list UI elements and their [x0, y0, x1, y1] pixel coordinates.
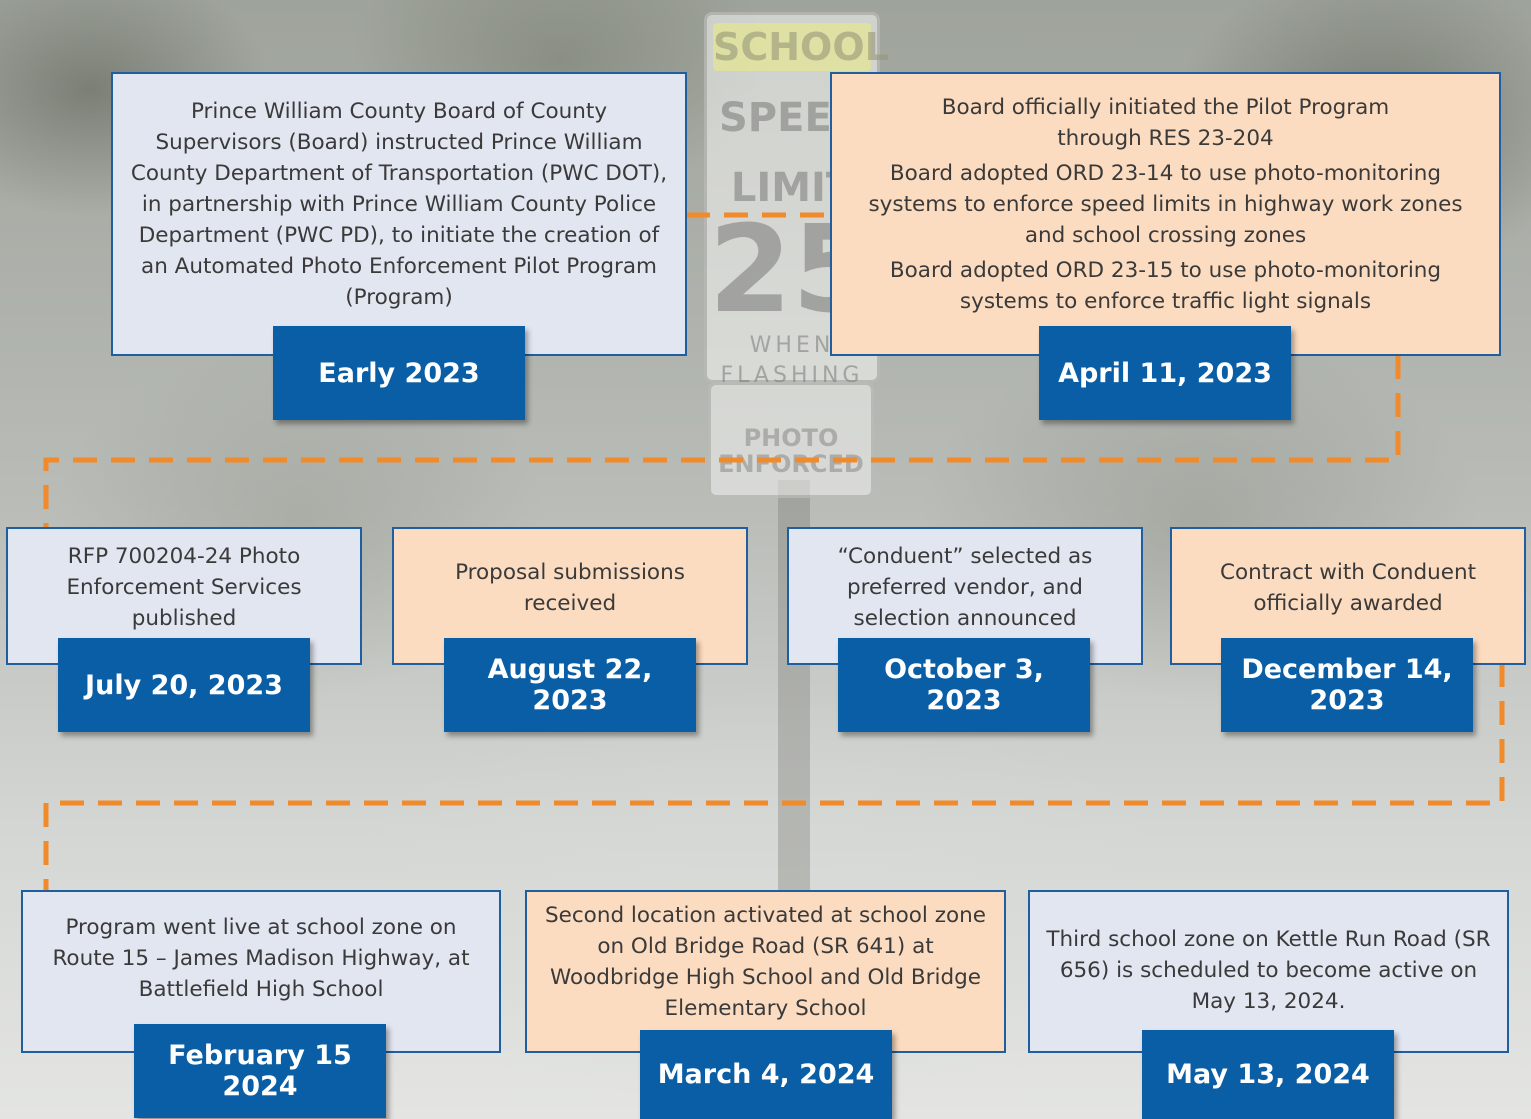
milestone-date-march-4-2024: March 4, 2024 [640, 1030, 892, 1119]
milestone-box-april-11-2023: Board officially initiated the Pilot Pro… [830, 72, 1501, 356]
milestone-description: Second location activated at school zone… [544, 903, 987, 1021]
connector-april-to-july [43, 355, 1401, 527]
milestone-description: RFP 700204-24 Photo Enforcement Services… [66, 544, 302, 631]
connector-december-to-february [43, 663, 1505, 890]
sign-when-label: WHEN [749, 333, 835, 358]
milestone-date-april-11-2023: April 11, 2023 [1039, 326, 1291, 420]
milestone-date-may-13-2024: May 13, 2024 [1142, 1030, 1394, 1119]
connector-lines [43, 212, 1505, 890]
sign-photo-label: PHOTO [743, 424, 839, 452]
milestone-description: Proposal submissions received [455, 560, 685, 616]
milestone-date-february-15-2024: February 15 2024 [134, 1024, 386, 1118]
milestone-date-december-14-2023: December 14, 2023 [1221, 638, 1473, 732]
background-photo-enforced-sign: PHOTO ENFORCED [708, 382, 874, 498]
milestone-description: Third school zone on Kettle Run Road (SR… [1046, 927, 1491, 1014]
milestone-description: Board adopted ORD 23-15 to use photo-mon… [889, 258, 1442, 314]
milestone-box-may-13-2024: Third school zone on Kettle Run Road (SR… [1028, 890, 1509, 1053]
milestone-date-july-20-2023: July 20, 2023 [58, 638, 310, 732]
milestone-box-march-4-2024: Second location activated at school zone… [525, 890, 1006, 1053]
milestone-description: Program went live at school zone on Rout… [52, 915, 470, 1002]
milestone-description: Board officially initiated the Pilot Pro… [941, 95, 1390, 151]
sign-enforced-label: ENFORCED [718, 450, 864, 478]
milestone-date-early-2023: Early 2023 [273, 326, 525, 420]
milestone-date-october-3-2023: October 3, 2023 [838, 638, 1090, 732]
milestone-box-early-2023: Prince William County Board of County Su… [111, 72, 687, 356]
milestone-date-august-22-2023: August 22, 2023 [444, 638, 696, 732]
sign-school-label: SCHOOL [713, 23, 889, 71]
milestone-description: Contract with Conduent officially awarde… [1219, 560, 1477, 616]
milestone-description: Board adopted ORD 23-14 to use photo-mon… [868, 161, 1463, 248]
milestone-description: Prince William County Board of County Su… [130, 99, 668, 310]
milestone-description: “Conduent” selected as preferred vendor,… [837, 544, 1093, 631]
